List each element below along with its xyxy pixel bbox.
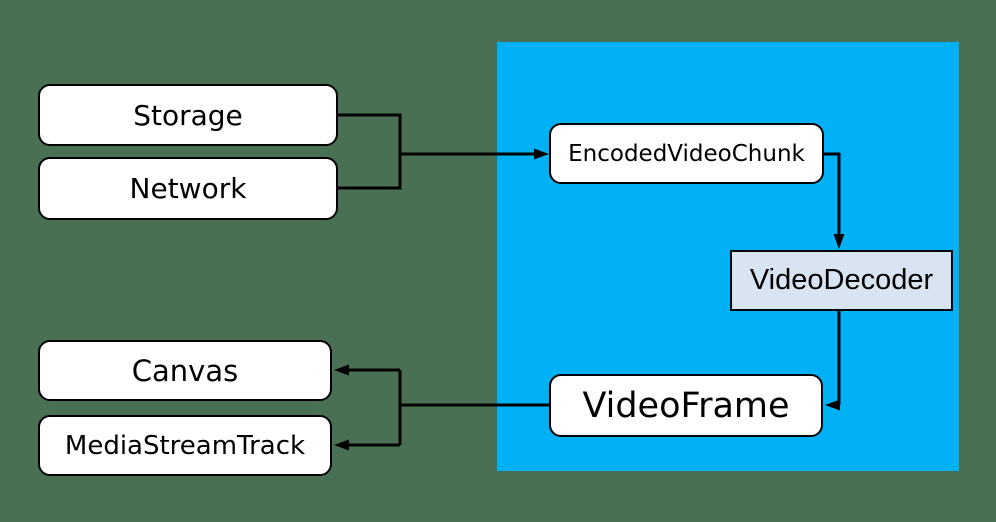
node-network-label: Network	[129, 172, 247, 205]
node-encodedvideochunk: EncodedVideoChunk	[549, 123, 824, 184]
node-encodedvideochunk-label: EncodedVideoChunk	[568, 140, 805, 167]
node-videoframe: VideoFrame	[549, 374, 823, 437]
node-videodecoder: VideoDecoder	[730, 250, 953, 311]
node-network: Network	[38, 157, 338, 220]
edge-storage-network-bracket	[338, 113, 402, 190]
node-mediastreamtrack: MediaStreamTrack	[38, 415, 332, 476]
node-videoframe-label: VideoFrame	[582, 385, 790, 426]
arrowhead-left-icon	[334, 439, 349, 451]
node-canvas-label: Canvas	[131, 353, 239, 388]
node-storage-label: Storage	[133, 98, 243, 132]
arrowhead-left-icon	[334, 364, 349, 376]
node-videodecoder-label: VideoDecoder	[749, 264, 934, 296]
node-mediastreamtrack-label: MediaStreamTrack	[64, 430, 306, 461]
node-storage: Storage	[38, 84, 338, 146]
node-canvas: Canvas	[38, 340, 332, 401]
